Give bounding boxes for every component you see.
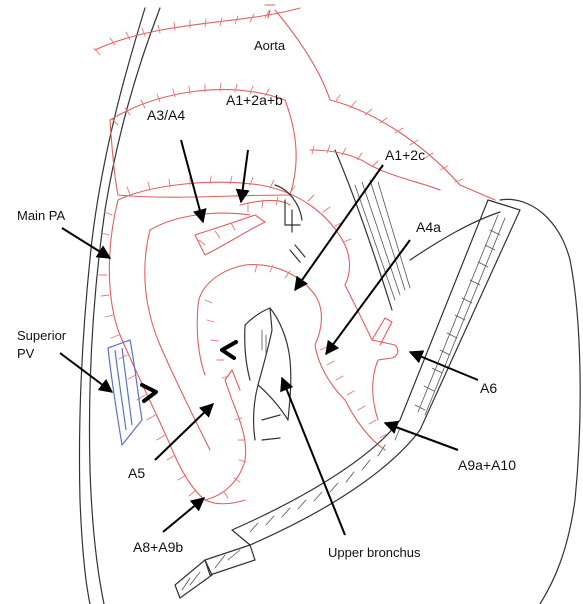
label-a9a-a10: A9a+A10: [458, 457, 516, 473]
upper-bronchus: [245, 185, 305, 440]
aorta: [94, 5, 495, 200]
labels: Aorta A3/A4 A1+2a+b A1+2c Main PA A4a Su…: [17, 38, 516, 560]
arrow-a8-a9b: [163, 498, 204, 532]
label-superior-pv-line1: Superior: [17, 328, 67, 343]
hatched-band: [175, 200, 520, 598]
label-a8-a9b: A8+A9b: [133, 539, 183, 555]
label-a5: A5: [128, 465, 145, 481]
pleura-outline: [410, 199, 580, 604]
bold-chevron-right: [142, 385, 156, 401]
arrow-a1-2a-b: [241, 150, 248, 202]
label-main-pa: Main PA: [17, 208, 65, 223]
bold-chevron-left: [222, 342, 236, 358]
annotation-arrows: [60, 140, 478, 535]
label-upper-bronchus: Upper bronchus: [328, 545, 421, 560]
pulmonary-artery: [99, 176, 398, 504]
arrow-superior-pv: [60, 353, 112, 392]
arrow-a5: [155, 404, 213, 460]
label-a4a: A4a: [416, 219, 441, 235]
arrow-upper-bronchus: [282, 378, 345, 535]
label-aorta: Aorta: [254, 38, 286, 53]
label-a6: A6: [480, 380, 497, 396]
arrow-main-pa: [62, 228, 110, 258]
arrow-a4a: [326, 240, 410, 354]
label-a1-2c: A1+2c: [385, 147, 425, 163]
ligament-lines: [335, 150, 410, 310]
label-a1-2a-b: A1+2a+b: [226, 92, 283, 108]
label-a3-a4: A3/A4: [147, 107, 185, 123]
arrow-a3-a4: [181, 140, 203, 222]
label-superior-pv-line2: PV: [17, 346, 35, 361]
